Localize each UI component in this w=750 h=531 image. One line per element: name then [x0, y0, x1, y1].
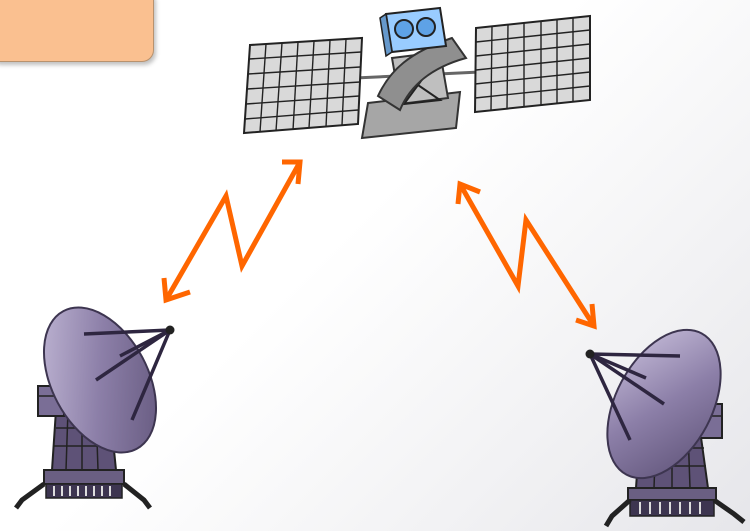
satellite-dish-right-icon	[584, 311, 744, 526]
satellite-icon	[244, 8, 590, 138]
uplink-arrow-left	[164, 162, 300, 300]
left-solar-panel	[244, 38, 362, 133]
downlink-arrow-right	[458, 184, 594, 326]
satellite-dish-left-icon	[16, 289, 179, 508]
right-solar-panel	[475, 16, 590, 112]
